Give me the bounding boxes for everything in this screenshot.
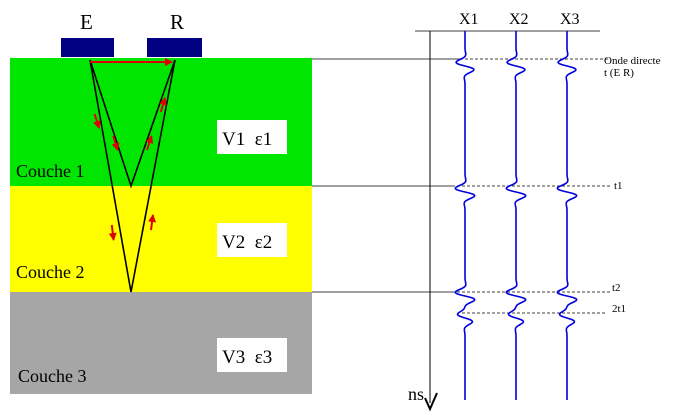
arrow-down-3 — [108, 224, 117, 241]
arrow-up-3 — [148, 214, 157, 231]
layer-2-props: V2 ε2 — [222, 232, 272, 253]
emitter-label: E — [80, 10, 93, 34]
layer-1-props: V1 ε1 — [222, 129, 272, 150]
layer-2-name: Couche 2 — [16, 262, 84, 282]
arrow-up-1 — [145, 135, 154, 151]
arrow-down-1 — [93, 113, 101, 129]
layer-2-props-box — [217, 223, 287, 257]
layer-3-name: Couche 3 — [18, 366, 86, 386]
receiver-antenna — [147, 38, 202, 57]
layer-3-props: V3 ε3 — [222, 347, 272, 368]
layer-3-props-box — [217, 338, 287, 372]
arrow-up-2 — [159, 97, 167, 113]
direct-wave-time: t (E R) — [604, 67, 634, 79]
time-axis-label: ns — [408, 384, 424, 404]
trace-x2 — [505, 31, 527, 400]
traces — [454, 31, 578, 400]
time-axis-arrowhead — [424, 392, 438, 412]
receiver-label: R — [170, 10, 184, 34]
event-2t1-label: 2t1 — [612, 303, 626, 315]
trace-label-x2: X2 — [509, 11, 529, 28]
interface-lines — [312, 58, 460, 293]
trace-label-x3: X3 — [560, 11, 580, 28]
trace-label-x1: X1 — [459, 11, 479, 28]
trace-x1 — [454, 31, 476, 400]
ray-arrows — [93, 97, 167, 241]
layer-1-name: Couche 1 — [16, 161, 84, 181]
layer-1-props-box — [217, 120, 287, 154]
event-t1-label: t1 — [614, 180, 623, 192]
event-dashed-lines — [452, 58, 610, 314]
ray-reflection-2 — [89, 59, 176, 293]
direct-wave-label: Onde directe — [604, 55, 661, 67]
arrow-down-2 — [111, 135, 120, 151]
emitter-antenna — [61, 38, 114, 57]
trace-x3 — [556, 31, 578, 400]
event-t2-label: t2 — [612, 282, 621, 294]
